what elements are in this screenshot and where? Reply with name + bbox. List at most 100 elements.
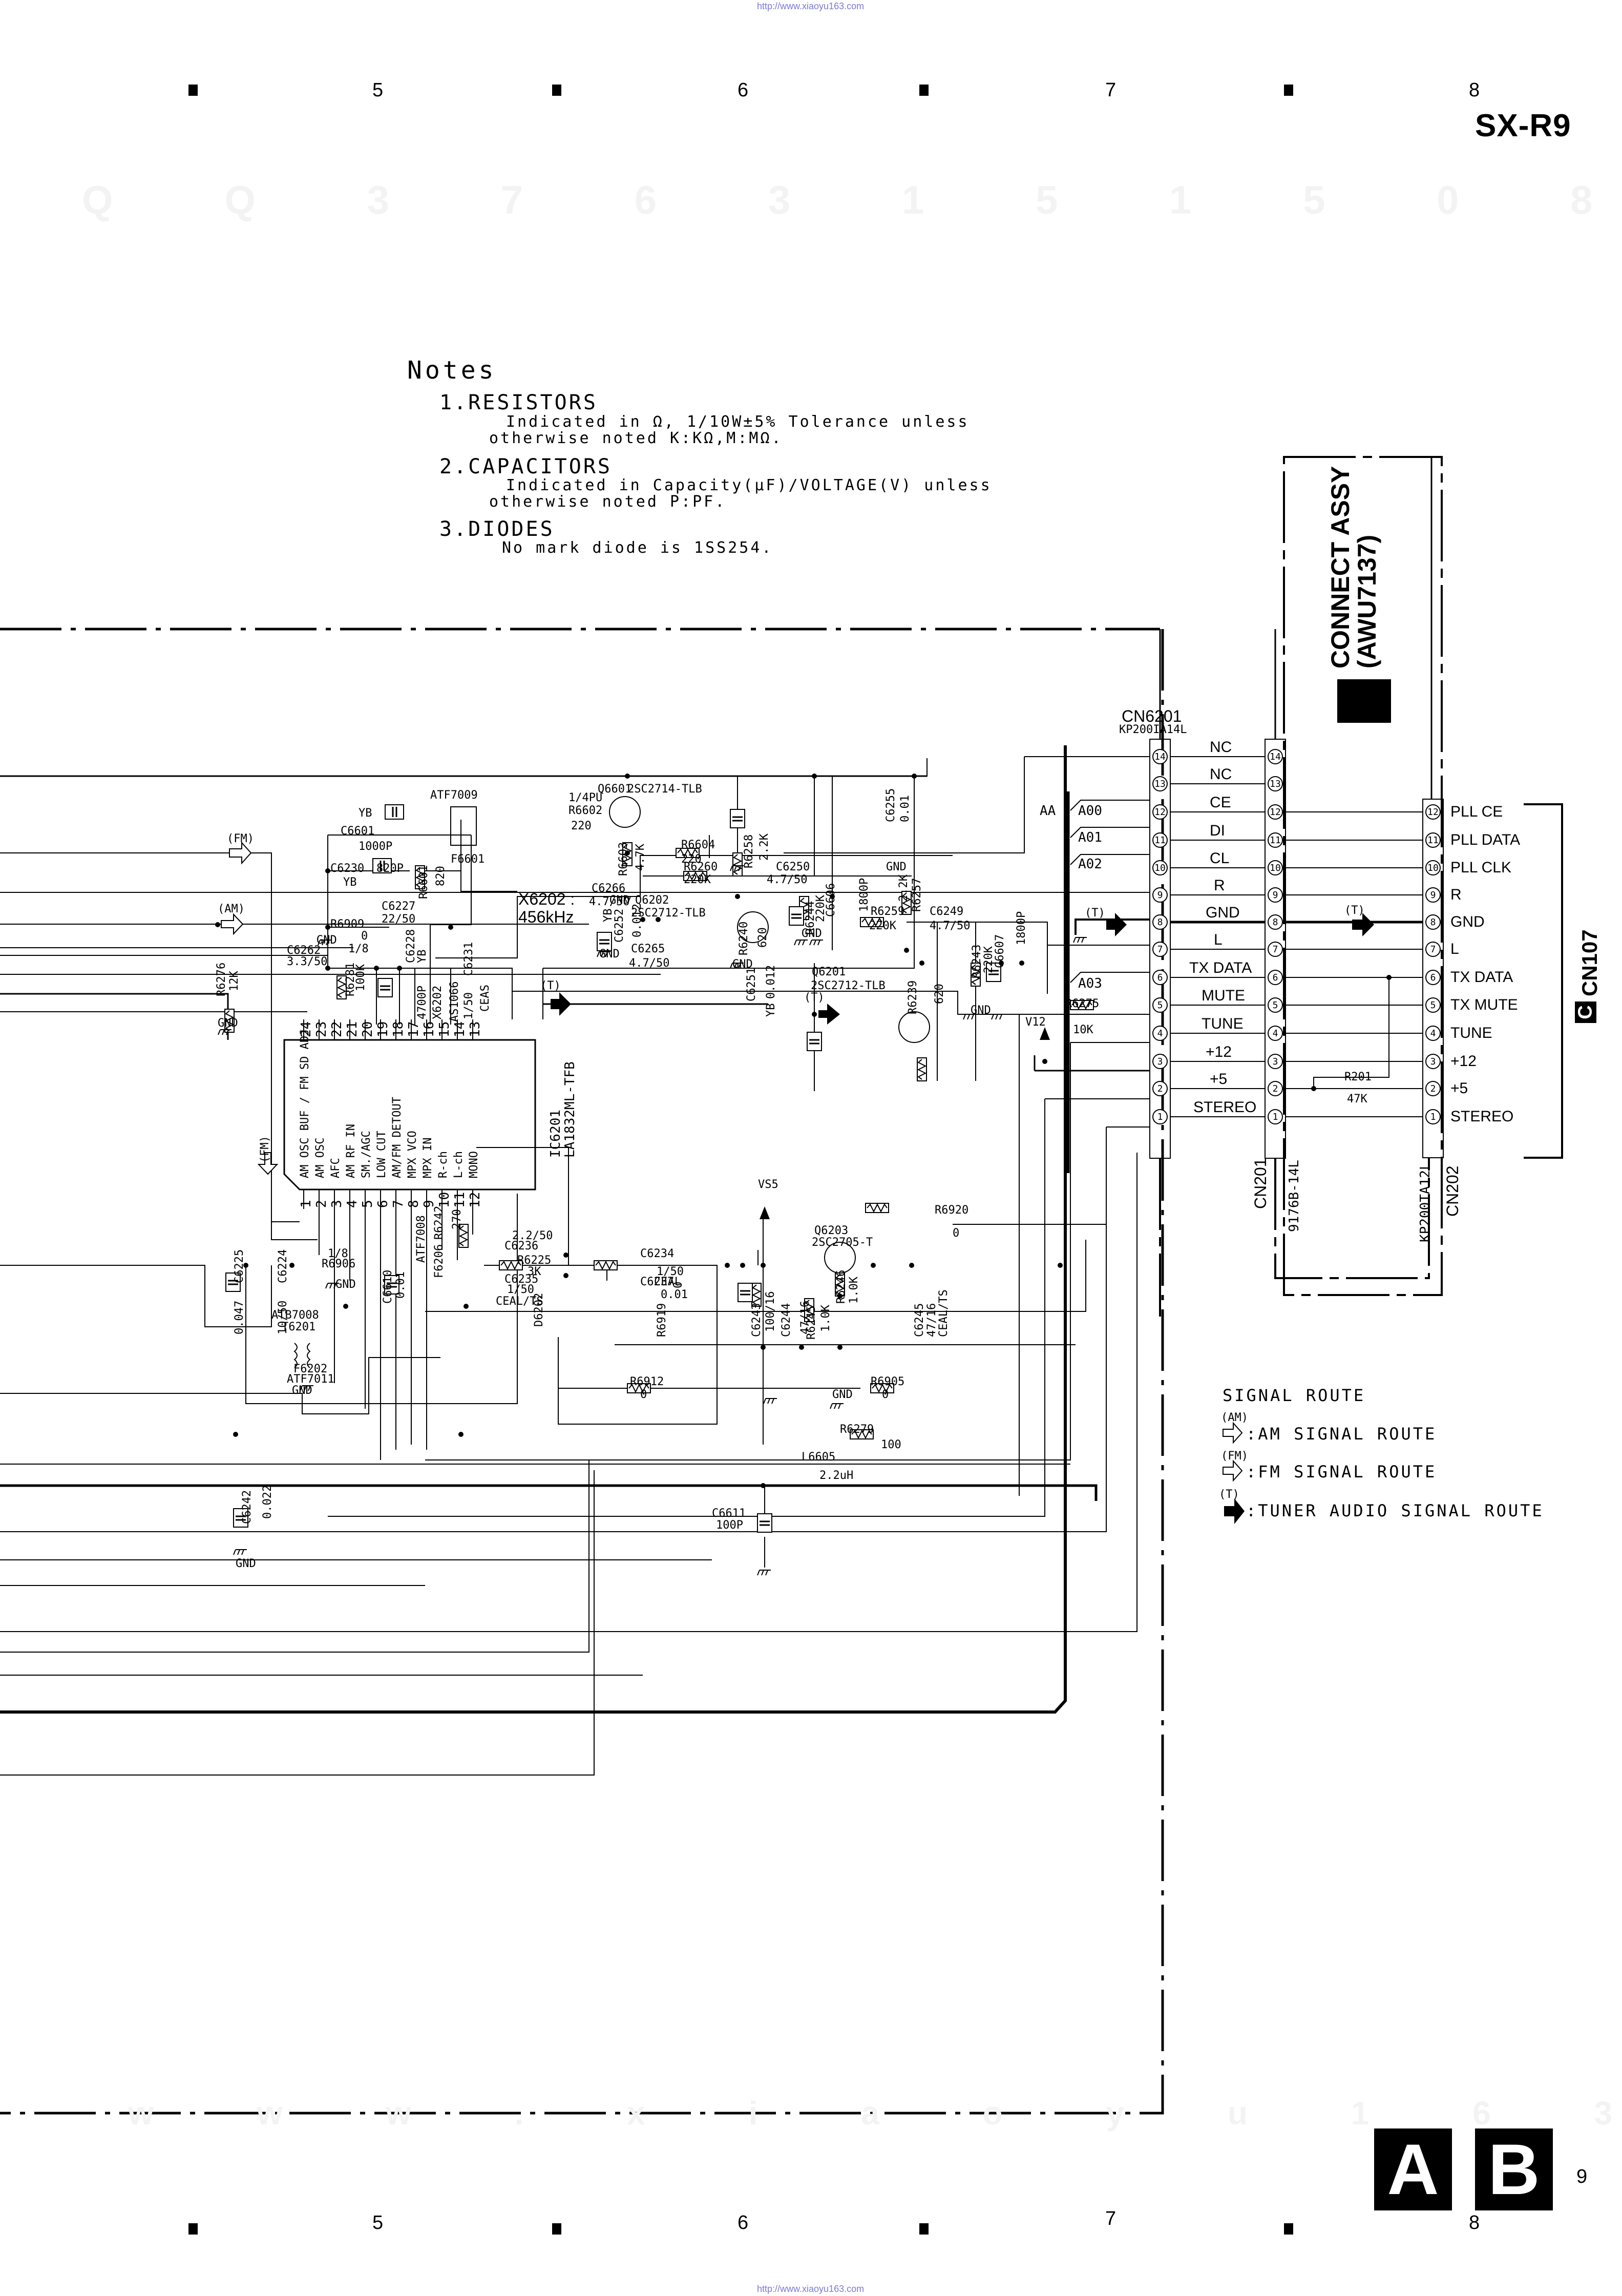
- cable-signal-label: DI: [1210, 822, 1225, 839]
- x6202-note: X6202 :: [518, 890, 575, 908]
- component-label: (AM): [218, 903, 245, 915]
- ic-pin-number: 12: [468, 1192, 483, 1208]
- note-capacitors-heading: 2.CAPACITORS: [439, 455, 612, 478]
- ic6201-ref: IC6201: [548, 1110, 563, 1158]
- ic-pin-name: AM OSC BUF / FM SD ADJ.: [299, 1022, 311, 1178]
- component-label: ATB7008: [271, 1309, 319, 1322]
- cable-signal-label: NC: [1210, 766, 1232, 783]
- tuner-audio-arrow-icon: [1352, 913, 1374, 936]
- cn202-signal-label: R: [1450, 886, 1462, 903]
- component-label: C6266: [592, 882, 626, 895]
- component-label: F6601: [451, 853, 485, 866]
- grid-col-6: 6: [738, 2212, 749, 2234]
- ground-icon: [620, 896, 634, 902]
- connector-pin: 8: [1268, 914, 1283, 930]
- component-label: R6243: [971, 944, 983, 978]
- component-label: V12: [1025, 1016, 1046, 1029]
- r201-ref: R201: [1344, 1071, 1372, 1083]
- component-label: VS5: [758, 1178, 778, 1191]
- component-label: CEAL/TS: [496, 1295, 543, 1308]
- resistor-icon: [458, 1224, 469, 1248]
- connector-pin: 5: [1425, 997, 1441, 1013]
- junction-dot: [325, 868, 330, 873]
- ground-icon: [830, 1403, 844, 1409]
- grid-mark: [188, 85, 198, 96]
- capacitor-icon: [233, 1508, 248, 1528]
- legend-am-arrow-icon: [1223, 1422, 1243, 1444]
- resistor-icon: [1070, 1000, 1094, 1010]
- component-label: 100P: [716, 1519, 743, 1532]
- connector-pin: 1: [1268, 1109, 1283, 1124]
- component-label: 0.022: [261, 1485, 274, 1519]
- component-label: GND: [832, 1388, 853, 1401]
- source-url[interactable]: http://www.xiaoyu163.com: [757, 1, 865, 11]
- ground-icon: [300, 1385, 313, 1391]
- component-label: L6605: [802, 1451, 836, 1464]
- cn202-signal-label: STEREO: [1450, 1108, 1514, 1125]
- grid-col-5: 5: [372, 79, 384, 101]
- notes-title: Notes: [407, 356, 497, 385]
- component-label: YB: [416, 949, 429, 964]
- component-label: C6611: [712, 1507, 746, 1520]
- cable-signal-label: MUTE: [1202, 987, 1245, 1004]
- component-label: 0: [672, 1281, 685, 1288]
- connector-pin: 6: [1425, 970, 1441, 985]
- board-outline: [0, 628, 1164, 2115]
- filter-atf7009-icon: [450, 806, 477, 846]
- connector-pin: 4: [1268, 1026, 1283, 1041]
- v12-arrow-icon: [1040, 1027, 1050, 1040]
- bus-a00-label: A00: [1078, 803, 1102, 819]
- component-label: GND: [335, 1278, 356, 1291]
- junction-dot: [812, 774, 817, 779]
- component-label: 1/4PU: [568, 791, 603, 804]
- component-label: 0: [953, 1227, 960, 1240]
- cable-signal-label: NC: [1210, 739, 1232, 756]
- component-label: CEAL: [654, 1276, 681, 1288]
- ic-pin-number: 8: [406, 1200, 422, 1208]
- connector-pin: 12: [1425, 804, 1441, 820]
- connect-assy-outline: [1283, 456, 1443, 1296]
- tuner-audio-arrow-icon: [1106, 913, 1127, 936]
- junction-dot: [1042, 1059, 1047, 1064]
- connector-pin: 5: [1152, 997, 1168, 1013]
- cn202-signal-label: L: [1450, 941, 1459, 957]
- component-label: GND: [292, 1384, 312, 1397]
- component-label: 0: [361, 930, 368, 943]
- transformer-t6201-icon: [293, 1343, 311, 1368]
- component-label: 22/50: [382, 913, 416, 926]
- footer-block-b: B: [1475, 2128, 1553, 2210]
- component-label: ATF7008: [415, 1215, 428, 1263]
- component-label: C6230: [330, 862, 365, 875]
- connector-pin: 9: [1152, 887, 1168, 903]
- ic-pin-name: AM RF IN: [345, 1124, 357, 1178]
- junction-dot: [448, 925, 453, 930]
- grid-col-7: 7: [1105, 79, 1117, 101]
- component-label: 12K: [228, 971, 241, 991]
- footer-source-url[interactable]: http://www.xiaoyu163.com: [757, 2284, 865, 2294]
- grid-mark: [552, 85, 561, 96]
- cn202-part: KP200TA12L: [1418, 1162, 1433, 1242]
- legend-am-label: :AM SIGNAL ROUTE: [1246, 1424, 1437, 1444]
- component-label: R6246: [835, 1269, 848, 1304]
- connector-pin: 4: [1425, 1026, 1441, 1041]
- component-label: D6202: [533, 1292, 545, 1327]
- ic-pin-number: 11: [452, 1192, 468, 1208]
- component-label: 4.7K: [634, 844, 647, 871]
- svg-text:7: 7: [1430, 944, 1436, 955]
- component-label: GND: [802, 927, 822, 940]
- svg-text:5: 5: [1157, 1000, 1163, 1011]
- ic-pin-number: 22: [329, 1021, 345, 1037]
- junction-dot: [812, 1012, 817, 1017]
- connect-assy-title: CONNECT ASSY: [1326, 466, 1355, 669]
- svg-text:2: 2: [1157, 1083, 1163, 1094]
- component-label: 2SC2705-T: [812, 1236, 873, 1249]
- ic-pin-number: 6: [375, 1200, 391, 1208]
- component-label: C6224: [277, 1249, 289, 1283]
- junction-dot: [325, 966, 330, 971]
- connector-pin: 6: [1152, 970, 1168, 985]
- junction-dot: [871, 1263, 876, 1268]
- junction-dot: [761, 1483, 766, 1488]
- ic-pin-number: 18: [391, 1021, 406, 1037]
- connector-pin: 2: [1425, 1081, 1441, 1096]
- junction-dot: [1058, 1263, 1063, 1268]
